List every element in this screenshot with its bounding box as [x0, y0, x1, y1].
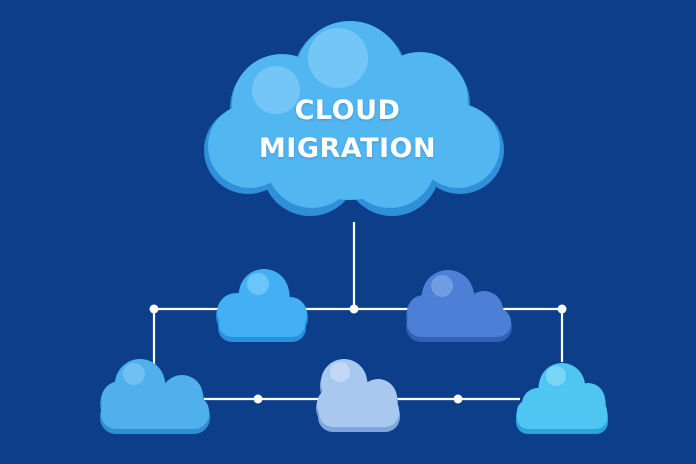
node-dot [253, 394, 263, 404]
headline: CLOUD MIGRATION [205, 92, 490, 168]
node-dot [453, 394, 463, 404]
headline-line-2: MIGRATION [258, 133, 437, 164]
node-dot [349, 304, 359, 314]
node-dot [557, 304, 567, 314]
main-cloud [204, 21, 504, 216]
connector-nodes [149, 304, 567, 404]
cloud-top-left [216, 269, 308, 342]
headline-line-1: CLOUD [294, 95, 401, 126]
cloud-bottom-middle [316, 359, 400, 432]
cloud-bottom-right [516, 363, 608, 434]
cloud-top-right [406, 270, 512, 342]
node-dot [149, 304, 159, 314]
cloud-bottom-left [100, 359, 210, 434]
